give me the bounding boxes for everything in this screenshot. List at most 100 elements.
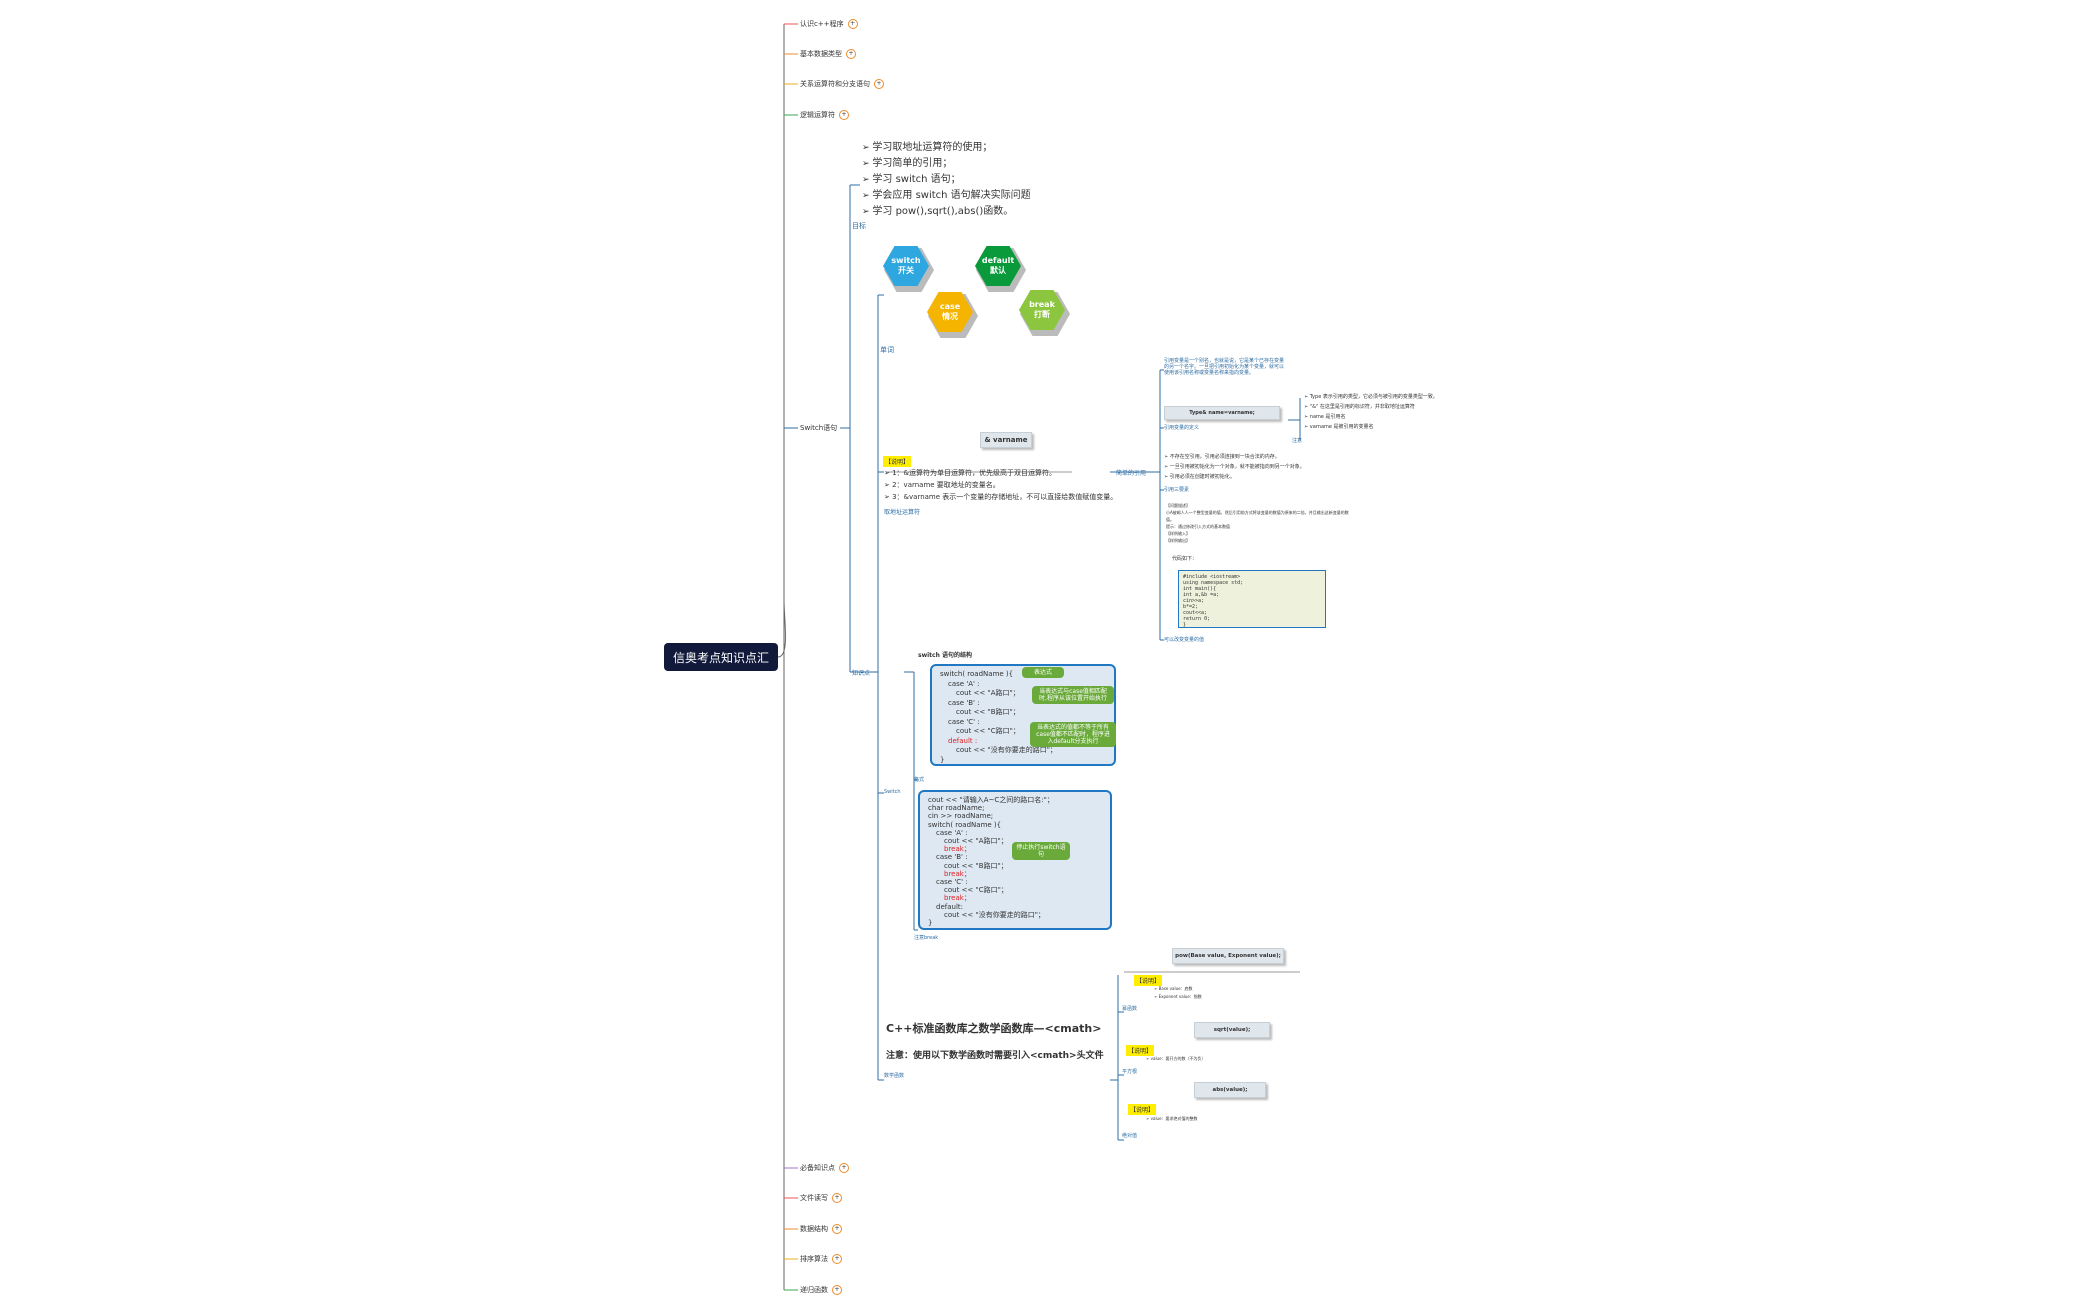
branch-cpp-program[interactable]: 认识c++程序+ [800, 19, 858, 29]
reference-code-box: #include <iostream> using namespace std;… [1178, 570, 1326, 628]
pow-tag: 【说明】 [1134, 975, 1163, 986]
reference-rules: 不存在空引用。引用必须连接到一块合法的内存。 一旦引用被初始化为一个对象，就不能… [1164, 452, 1305, 482]
address-op-label: 取地址运算符 [884, 509, 921, 516]
goal-item: 学会应用 switch 语句解决实际问题 [862, 188, 1030, 204]
bubble-default: 当表达式的值都不等于所有case值都不匹配时，程序进入default分支执行 [1030, 722, 1116, 747]
branch-label: 文件读写 [800, 1194, 828, 1202]
code-line: break； [944, 845, 971, 854]
code-line: cout << "A路口"； [956, 689, 1020, 697]
mindmap-root[interactable]: 信奥考点知识点汇 [664, 643, 778, 671]
rule-line: 引用必须在创建时被初始化。 [1164, 472, 1305, 482]
hex-zh: 默认 [990, 266, 1006, 275]
abs-notes: value：要求绝对值的整数 [1146, 1115, 1198, 1123]
code-line: cout<<a; [1183, 610, 1208, 616]
code-line: char roadName; [928, 804, 985, 813]
code-line: } [940, 755, 945, 764]
expand-icon[interactable]: + [832, 1285, 842, 1295]
sqrt-chip: sqrt(value); [1194, 1022, 1270, 1038]
hex-zh: 开关 [898, 266, 914, 275]
address-op-chip: & varname [980, 432, 1032, 448]
code-line: case 'B' : [948, 698, 980, 707]
code-line: cout << "请输入A~C之间的路口名:"； [928, 796, 1054, 804]
reference-example: 【问题描述】 小A被邮人人一个整型变量的值，然后引用前方式将该变量的数值为原来的… [1166, 502, 1356, 544]
hex-zh: 情况 [942, 312, 958, 321]
hex-en: default [981, 256, 1015, 265]
code-line: default: [936, 902, 963, 911]
code-line: cout << "没有你要走的路口"； [944, 910, 1045, 919]
note-line: 2：varname 要取地址的变量名。 [884, 479, 1117, 491]
address-op-tag: 【说明】 [883, 456, 912, 467]
branch-logical[interactable]: 逻辑运算符+ [800, 110, 849, 120]
code-line: cout << "A路口"； [944, 837, 1008, 846]
branch-essentials[interactable]: 必备知识点 + [800, 1163, 849, 1173]
example-line: 【问题描述】 [1166, 503, 1190, 508]
note-line: value：要开方的数（不为负） [1146, 1055, 1206, 1063]
expand-icon[interactable]: + [832, 1254, 842, 1264]
note-line: 3：&varname 表示一个变量的存储地址，不可以直接给数值赋值变量。 [884, 491, 1117, 503]
branch-switch[interactable]: Switch语句 [800, 423, 837, 433]
branch-file-io[interactable]: 文件读写 + [800, 1193, 842, 1203]
expand-icon[interactable]: + [839, 110, 849, 120]
code-line: case 'C' : [948, 717, 980, 726]
expand-icon[interactable]: + [847, 19, 858, 29]
code-line: cout << "C路口"； [956, 727, 1020, 735]
code-line: b*=2; [1183, 604, 1199, 610]
rule-line: 一旦引用被初始化为一个对象，就不能被指向到另一个对象。 [1164, 462, 1305, 472]
branch-label: 数据结构 [800, 1225, 828, 1233]
branch-sorting[interactable]: 排序算法 + [800, 1254, 842, 1264]
code-line: #include <iostream> [1183, 574, 1241, 580]
branch-label: 排序算法 [800, 1255, 828, 1263]
abs-label: 绝对值 [1122, 1133, 1138, 1139]
code-line: default : [948, 736, 978, 745]
reference-def-label: 引用变量的定义 [1164, 425, 1200, 431]
code-line: cout << "B路口"； [944, 861, 1008, 870]
branch-label: 关系运算符和分支语句 [800, 80, 870, 88]
branch-label: 必备知识点 [800, 1164, 835, 1172]
code-label: 代码如下： [1172, 556, 1198, 562]
sqrt-label: 平方根 [1122, 1069, 1138, 1075]
branch-relational[interactable]: 关系运算符和分支语句 + [800, 79, 884, 89]
pow-label: 幂函数 [1122, 1006, 1138, 1012]
sqrt-tag: 【说明】 [1126, 1045, 1155, 1056]
note-line: Exponent value：指数 [1154, 993, 1202, 1001]
break-label: 注意break [914, 935, 939, 941]
expand-icon[interactable]: + [832, 1193, 842, 1203]
pow-notes: Base value：底数 Exponent value：指数 [1154, 985, 1202, 1001]
switch-structure-title: switch 语句的结构 [918, 652, 972, 659]
code-line: cout << "没有你要走的路口"； [956, 746, 1057, 754]
note-line: name 是引用名 [1304, 412, 1438, 422]
switch-example-box: cout << "请输入A~C之间的路口名:"； char roadName; … [918, 790, 1112, 930]
pow-chip: pow(Base value, Exponent value); [1172, 948, 1284, 964]
goal-item: 学习简单的引用； [862, 156, 1031, 172]
hex-en: break [1029, 300, 1055, 309]
hex-en: switch [891, 256, 921, 265]
knowledge-label: 知识点 [852, 670, 871, 677]
expand-icon[interactable]: + [832, 1224, 842, 1234]
example-line: 提示：通过修改引入方式的基本数值 [1166, 524, 1230, 529]
branch-data-structure[interactable]: 数据结构 + [800, 1224, 842, 1234]
reference-def-chip: Type& name=varname; [1164, 406, 1280, 420]
expand-icon[interactable]: + [874, 79, 884, 89]
code-footer: 可以改变变量的值 [1164, 637, 1205, 643]
expand-icon[interactable]: + [846, 49, 856, 59]
sqrt-notes: value：要开方的数（不为负） [1146, 1055, 1206, 1063]
switch-structure-box: switch( roadName ){ case 'A' : cout << "… [930, 664, 1116, 766]
bubble-expression: 表达式 [1022, 667, 1064, 678]
example-line: 【样例输出】 [1166, 538, 1190, 543]
cmath-note: 注意：使用以下数学函数时需要引入<cmath>头文件 [886, 1051, 1104, 1061]
expand-icon[interactable]: + [839, 1163, 849, 1173]
code-line: switch( roadName ){ [940, 670, 1014, 678]
branch-recursion[interactable]: 递归函数+ [800, 1285, 842, 1295]
note-line: 1：&运算符为单目运算符，优先级高于双目运算符。 [884, 467, 1117, 479]
code-line: case 'C' : [936, 878, 968, 887]
branch-basic-types[interactable]: 基本数据类型+ [800, 49, 856, 59]
code-line: return 0; [1183, 616, 1211, 622]
note-line: Base value：底数 [1154, 985, 1202, 993]
branch-label: Switch语句 [800, 424, 838, 432]
note-line: Type 表示引用的类型，它必须与被引用的变量类型一致。 [1304, 392, 1438, 402]
abs-chip: abs(value); [1194, 1082, 1266, 1098]
goal-item: 学习 pow(),sqrt(),abs()函数。 [862, 204, 1031, 220]
